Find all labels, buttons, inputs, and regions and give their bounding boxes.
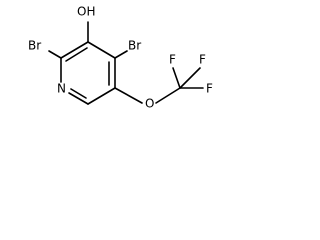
bond-c6-n1 [68, 92, 89, 105]
bond-c4-br [114, 50, 128, 59]
bond-c2-c3 [60, 41, 89, 59]
bond-c5-c6 [87, 87, 116, 105]
hydroxyl-label: OH [77, 5, 95, 19]
bromine-right-label: Br [128, 39, 141, 53]
fluorine-top-left-label: F [169, 53, 176, 67]
bond-c5-o [114, 87, 143, 104]
bond-o-cf3 [155, 87, 181, 104]
nitrogen-label: N [57, 82, 66, 96]
bromine-left-label: Br [28, 39, 41, 53]
atom-labels: OH Br Br N O F F F [28, 5, 213, 111]
structure-diagram: OH Br Br N O F F F [28, 5, 213, 111]
bond-c3-c4 [87, 41, 116, 59]
fluorine-top-right-label: F [199, 53, 206, 67]
pyridine-ring [60, 41, 116, 105]
bond-c-f-top-left [172, 67, 181, 89]
bond-c-f-top-right [179, 67, 201, 89]
ether-oxygen-label: O [145, 97, 154, 111]
bond-c2-br [48, 50, 62, 59]
substituent-bonds [48, 21, 204, 104]
bond-c2-c3-inner [65, 47, 88, 62]
bond-c6-n1-inner [70, 88, 87, 99]
fluorine-right-label: F [206, 82, 213, 96]
